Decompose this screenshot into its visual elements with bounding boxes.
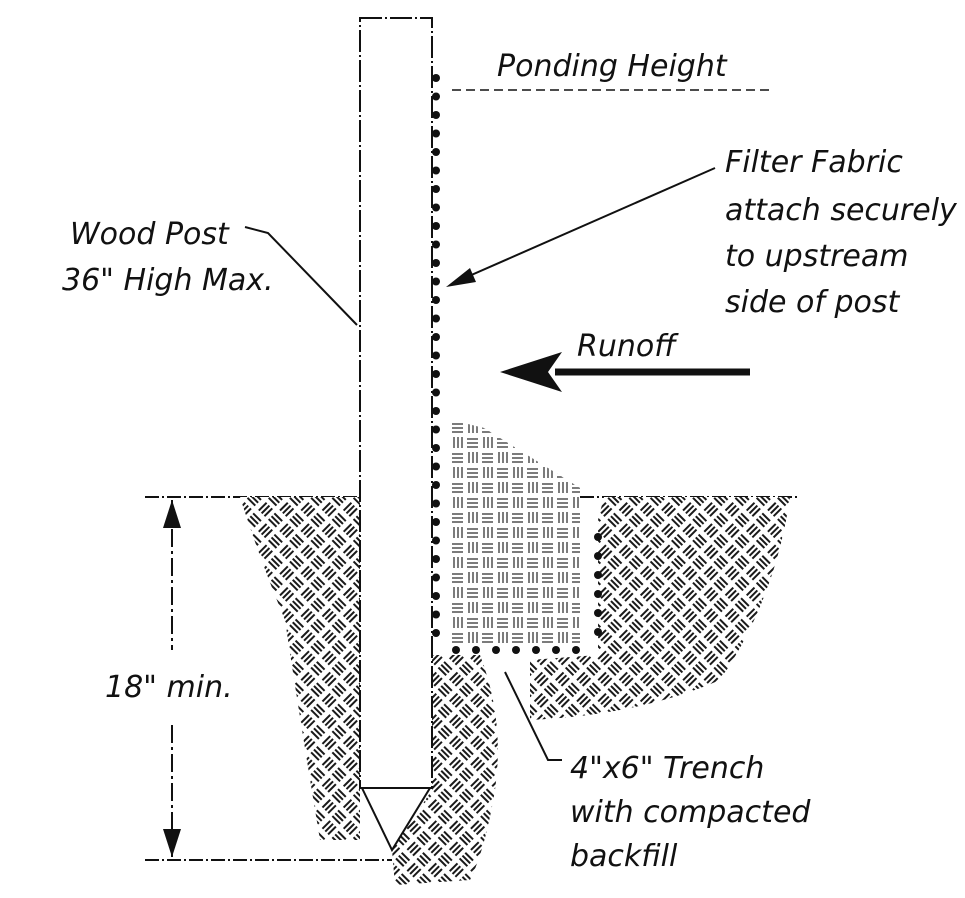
fabric-dot [532,646,540,654]
fabric-dot [492,646,500,654]
filter-fabric-leader [446,167,716,287]
filter-fabric-label: Filter Fabric attach securely to upstrea… [725,145,958,320]
fabric-dot [432,240,440,249]
wood-post-line-1: Wood Post [70,217,230,252]
fabric-dot [594,571,602,579]
fabric-dot [594,628,602,636]
fabric-dot [432,370,440,378]
wood-post [359,17,433,853]
post-point [360,787,432,853]
runoff-arrow [500,352,750,392]
fabric-dot [432,166,440,175]
fabric-dot [432,499,440,508]
soil-right [530,497,790,720]
fabric-dot [432,462,440,471]
wood-post-line-2: 36" High Max. [62,263,274,298]
fabric-dot [432,518,440,526]
fabric-dot [432,148,440,156]
ponding-height-label: Ponding Height [497,49,728,84]
fabric-dot [432,351,440,360]
fabric-dot [432,610,440,619]
trench-line-2: with compacted [570,795,811,830]
fabric-dot [432,592,440,600]
trench-line-3: backfill [570,839,678,874]
fabric-dot [452,646,460,654]
wood-post-label: Wood Post 36" High Max. [62,217,274,298]
filter-fabric-line-2: attach securely [725,193,958,228]
fabric-dot [432,222,440,230]
runoff-label: Runoff [577,329,679,364]
depth-dimension [163,500,181,857]
trench-leader [504,671,562,761]
trench-label: 4"x6" Trench with compacted backfill [570,751,811,874]
fabric-dot [432,259,440,267]
fabric-dot [432,425,440,434]
fabric-dot [432,407,440,415]
fabric-dot [594,552,602,560]
fabric-dot [594,533,602,541]
fabric-dot [432,481,440,489]
wood-post-leader [244,226,358,326]
fabric-dot [432,92,440,101]
fabric-dot [432,629,440,637]
fabric-dot [432,444,440,452]
fabric-dot [432,296,440,304]
filter-fabric [432,74,602,654]
fabric-dot [432,555,440,563]
soil-below-trench [392,655,498,885]
fabric-dot [432,388,440,397]
fabric-dot [594,590,602,598]
depth-label: 18" min. [105,670,233,705]
fabric-dot [432,185,440,193]
filter-fabric-line-4: side of post [725,285,900,320]
fabric-dot [432,314,440,323]
filter-fabric-line-3: to upstream [725,239,909,274]
fabric-dot [432,536,440,545]
fabric-dot [594,609,602,617]
fabric-dot [552,646,560,654]
fabric-dot [432,333,440,341]
fabric-dot [572,646,580,654]
fabric-dot [432,203,440,212]
fabric-dot [432,573,440,582]
soil-left [240,497,360,840]
fabric-dot [432,74,440,82]
fabric-dot [512,646,520,654]
trench-line-1: 4"x6" Trench [570,751,764,786]
fabric-dot [432,111,440,119]
fabric-dot [472,646,480,654]
trench-backfill [452,420,580,646]
fabric-dot [432,129,440,138]
filter-fabric-line-1: Filter Fabric [725,145,903,180]
fabric-dot [432,277,440,286]
